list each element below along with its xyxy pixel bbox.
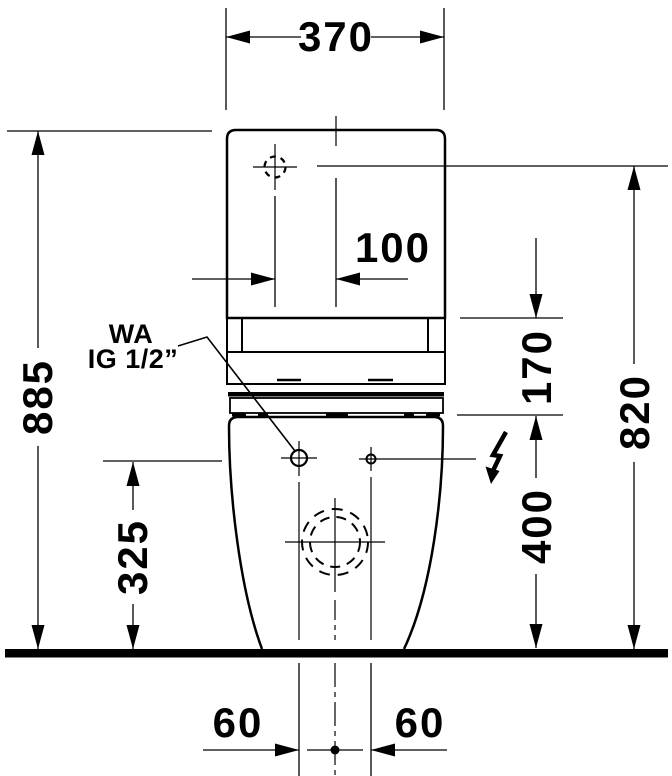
seat-pad — [232, 413, 246, 417]
dim-width-overall-text: 370 — [298, 13, 374, 60]
dim-supply-height-text: 325 — [109, 519, 156, 595]
dim-inlet-offset-text: 100 — [355, 224, 431, 271]
dim-bolt-right-text: 60 — [395, 699, 446, 746]
seat-pad — [404, 413, 414, 417]
dim-rim-height-text: 400 — [513, 488, 560, 564]
seat-lid-edge — [228, 392, 444, 397]
arrowhead — [336, 272, 360, 286]
bowl-outline — [227, 415, 445, 650]
arrowhead — [420, 30, 444, 44]
electric-connection-icon — [485, 430, 508, 484]
arrowhead — [31, 131, 45, 155]
arrowhead — [627, 625, 641, 649]
water-connection-label-line1: WA — [109, 319, 154, 349]
dim-height-overall-text: 885 — [14, 359, 61, 435]
arrowhead — [529, 294, 543, 318]
seat-pad — [426, 413, 440, 417]
dim-tank-band-text: 170 — [513, 329, 560, 405]
seat-pad-center — [326, 413, 348, 418]
floor-line — [5, 649, 668, 658]
arrowhead — [627, 166, 641, 190]
water-connection-leader-line — [177, 336, 296, 452]
dim-bolt-left-text: 60 — [213, 699, 264, 746]
tank-lower-band — [226, 351, 446, 385]
water-connection-label-line2: IG 1/2” — [88, 344, 179, 374]
arrowhead — [529, 416, 543, 440]
dimension-annotations: 370 885 100 820 170 400 — [7, 8, 668, 776]
arrowhead — [251, 272, 275, 286]
seat-pad — [258, 413, 268, 417]
arrowhead — [529, 624, 543, 648]
arrowhead — [126, 462, 140, 486]
arrowhead — [371, 743, 395, 757]
arrowhead — [31, 625, 45, 649]
arrowhead — [126, 625, 140, 649]
callout-labels: WA IG 1/2” — [88, 319, 508, 484]
flush-plate-band — [226, 317, 446, 353]
fixture — [5, 116, 668, 776]
arrowhead — [226, 30, 250, 44]
arrowhead — [275, 743, 299, 757]
dim-inlet-height-text: 820 — [611, 374, 658, 450]
seat-ring-band — [229, 397, 444, 414]
